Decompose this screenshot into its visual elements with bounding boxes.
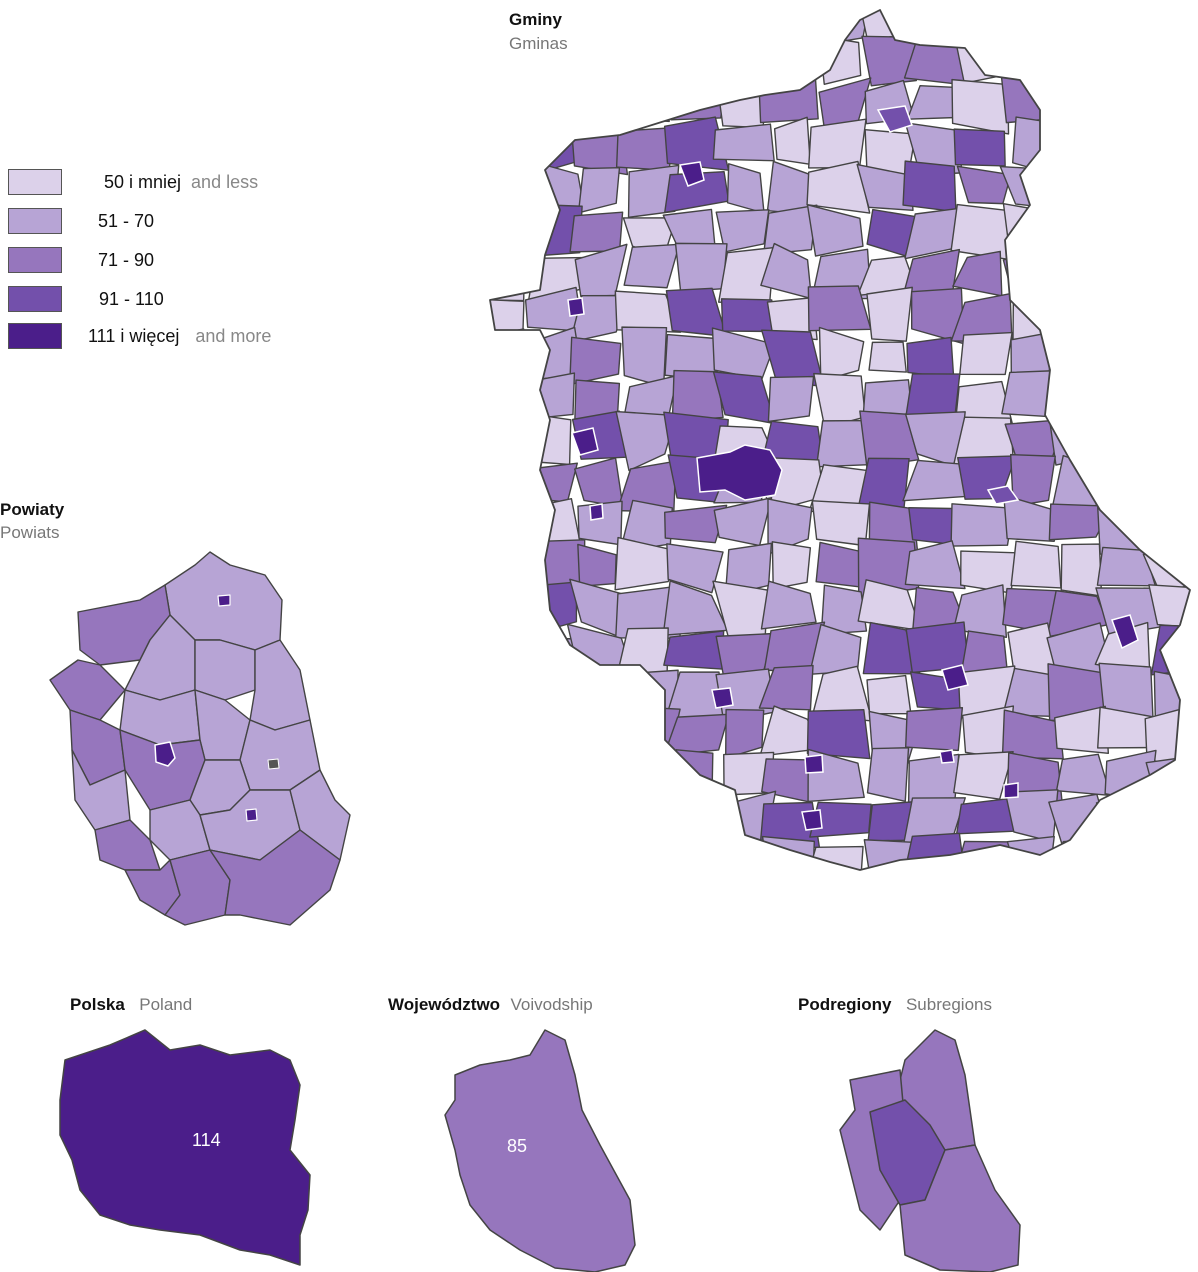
gmina-region bbox=[671, 369, 724, 422]
gminy-region-zamosc bbox=[941, 664, 969, 691]
polska-title: Polska bbox=[70, 995, 125, 1014]
gminy-region-pulawy bbox=[571, 427, 599, 456]
gmina-region bbox=[806, 708, 871, 760]
gmina-region bbox=[712, 123, 775, 162]
gmina-region bbox=[953, 128, 1006, 167]
gmina-region bbox=[1048, 503, 1113, 541]
gminy-region-tomaszow bbox=[1003, 782, 1019, 799]
gmina-region bbox=[1003, 494, 1062, 543]
gmina-region bbox=[820, 584, 868, 635]
gminy-region-opole bbox=[589, 503, 604, 521]
gmina-region bbox=[904, 706, 964, 752]
gmina-region bbox=[859, 410, 920, 468]
gmina-region bbox=[806, 204, 864, 257]
legend-item-5: 111 i więcej and more bbox=[8, 322, 271, 350]
wojewodztwo-value: 85 bbox=[507, 1136, 527, 1156]
gminy-region-janow bbox=[801, 809, 823, 831]
gmina-region bbox=[951, 78, 1010, 135]
gminy-region-bilgoraj bbox=[804, 754, 824, 774]
legend-item-1: 50 i mniej and less bbox=[8, 168, 258, 196]
gmina-region bbox=[758, 664, 814, 711]
gmina-region bbox=[806, 160, 871, 214]
legend-swatch-4 bbox=[8, 286, 62, 312]
legend-label-5: 111 i więcej bbox=[88, 325, 180, 346]
gmina-region bbox=[760, 580, 817, 630]
gminy-outline bbox=[489, 9, 1191, 871]
gmina-region bbox=[818, 326, 865, 382]
legend-label-3: 71 - 90 bbox=[98, 249, 155, 270]
legend-swatch-1 bbox=[8, 169, 62, 195]
gminy-title: Gminy bbox=[509, 10, 562, 29]
powiaty-subtitle: Powiats bbox=[0, 523, 60, 542]
gminy-region-chelm bbox=[1111, 614, 1139, 650]
gmina-region bbox=[950, 503, 1015, 547]
powiat-biala-city bbox=[217, 594, 231, 607]
powiat-lublin-city bbox=[154, 741, 176, 767]
powiat-tomaszow bbox=[209, 829, 341, 926]
gminy-region-leczna bbox=[986, 485, 1020, 505]
gminy-region-radzyn bbox=[678, 161, 705, 187]
powiat-zamosc-city bbox=[245, 808, 258, 822]
powiat-chelm-city bbox=[267, 758, 280, 770]
wojewodztwo-shape bbox=[444, 1029, 636, 1272]
legend-item-4: 91 - 110 bbox=[8, 285, 164, 313]
gmina-region bbox=[623, 243, 681, 289]
legend-swatch-2 bbox=[8, 208, 62, 234]
gmina-region bbox=[771, 541, 812, 590]
gmina-region bbox=[577, 166, 621, 214]
gminy-region-lublin bbox=[696, 444, 783, 501]
polska-shape bbox=[59, 1029, 311, 1266]
polska-title-group: Polska Poland bbox=[70, 995, 192, 1015]
gmina-region bbox=[569, 336, 622, 386]
gminy-region-krasnik bbox=[711, 687, 734, 709]
gmina-region bbox=[762, 204, 818, 255]
gmina-region bbox=[866, 747, 910, 802]
gmina-region bbox=[767, 375, 815, 423]
gminy-region-lubartow bbox=[567, 297, 585, 317]
wojewodztwo-title: Województwo bbox=[388, 995, 501, 1014]
legend-swatch-5 bbox=[8, 323, 62, 349]
gmina-region bbox=[614, 536, 680, 591]
gmina-region bbox=[1009, 453, 1056, 508]
gmina-region bbox=[1053, 705, 1110, 755]
gmina-region bbox=[952, 584, 1008, 639]
podregiony-title-group: Podregiony Subregions bbox=[798, 995, 992, 1015]
wojewodztwo-title-group: Województwo Voivodship bbox=[388, 995, 593, 1015]
polska-subtitle: Poland bbox=[139, 995, 193, 1014]
gmina-region bbox=[666, 543, 724, 594]
gmina-region bbox=[766, 296, 818, 341]
gmina-region bbox=[959, 331, 1013, 376]
legend-label-en-1: and less bbox=[191, 171, 259, 192]
legend-label-1: 50 i mniej bbox=[104, 171, 182, 192]
gmina-region bbox=[868, 341, 907, 373]
gmina-region bbox=[664, 504, 728, 544]
powiaty-title: Powiaty bbox=[0, 500, 65, 519]
gminy-subtitle: Gminas bbox=[509, 34, 568, 53]
gmina-region bbox=[569, 294, 629, 343]
gmina-region bbox=[767, 498, 813, 555]
legend-item-2: 51 - 70 bbox=[8, 207, 154, 235]
gmina-region bbox=[615, 410, 677, 472]
podregiony-subtitle: Subregions bbox=[905, 995, 992, 1014]
gminy-region-hrubieszow bbox=[939, 749, 955, 764]
legend-item-3: 71 - 90 bbox=[8, 246, 154, 274]
gmina-region bbox=[715, 209, 770, 253]
gmina-region bbox=[866, 286, 913, 342]
legend-label-2: 51 - 70 bbox=[98, 210, 155, 231]
legend-swatch-3 bbox=[8, 247, 62, 273]
wojewodztwo-subtitle: Voivodship bbox=[510, 995, 593, 1014]
podregiony-title: Podregiony bbox=[798, 995, 892, 1014]
gmina-region bbox=[856, 163, 914, 211]
gmina-region bbox=[904, 540, 966, 590]
podregion-chelmsko-zamojski bbox=[899, 1144, 1021, 1272]
legend-label-4: 91 - 110 bbox=[99, 288, 164, 309]
gminy-region-biala-podlaska bbox=[876, 105, 913, 133]
polska-value: 114 bbox=[192, 1130, 221, 1150]
legend-label-en-5: and more bbox=[195, 325, 272, 346]
